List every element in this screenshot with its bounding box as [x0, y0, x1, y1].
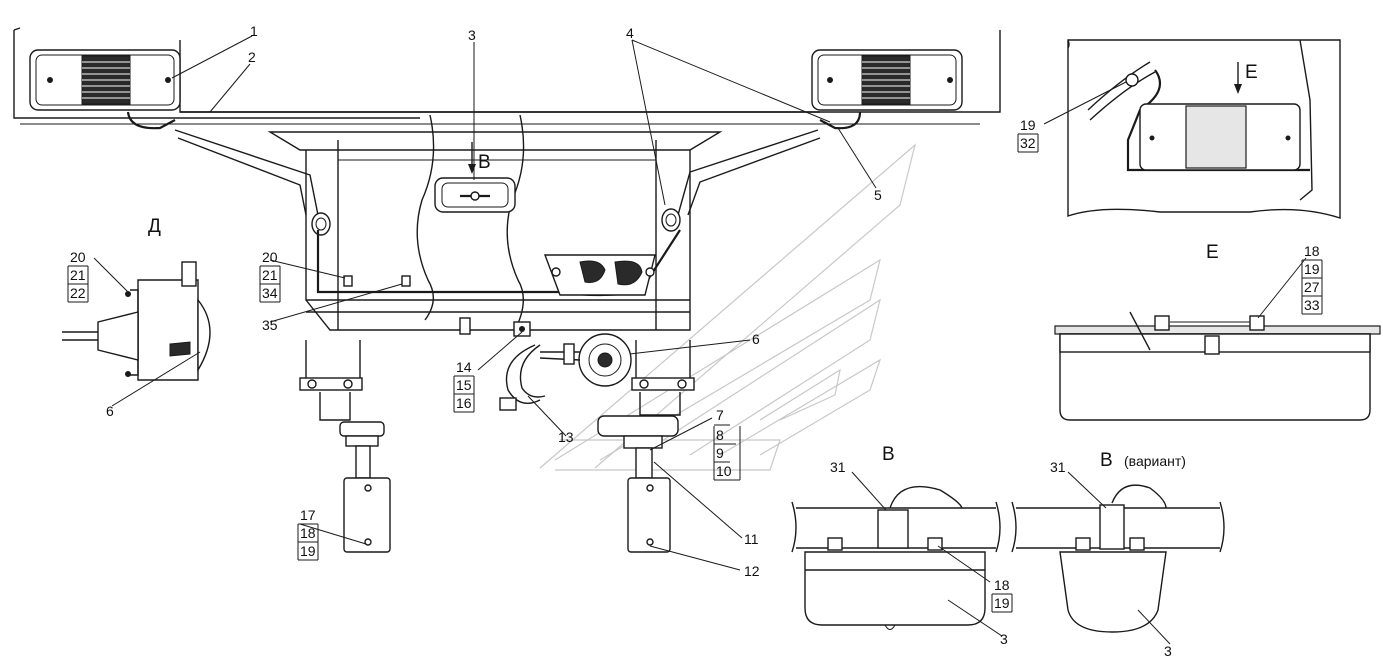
label-13: 13 — [558, 429, 574, 445]
label-19: 19 — [300, 543, 316, 559]
label-8: 8 — [716, 427, 724, 443]
label-12: 12 — [744, 563, 760, 579]
label-6-view-d: 6 — [106, 403, 114, 419]
label-35: 35 — [262, 317, 278, 333]
label-15: 15 — [456, 377, 472, 393]
section-b-variant: В (вариант) — [1011, 450, 1225, 633]
background-chevrons — [539, 143, 917, 471]
label-2: 2 — [248, 49, 256, 65]
label-31-variant: 31 — [1050, 459, 1066, 475]
label-5: 5 — [874, 187, 882, 203]
label-34: 34 — [262, 285, 278, 301]
section-e: Е — [1054, 242, 1381, 421]
label-18-section-b: 18 — [994, 577, 1010, 593]
label-18-section-e: 18 — [1304, 243, 1320, 259]
view-b-arrow: В — [468, 142, 491, 174]
label-27: 27 — [1304, 279, 1320, 295]
label-17: 17 — [300, 507, 316, 523]
view-e-arrow-label: Е — [1245, 62, 1258, 83]
label-19-section-b: 19 — [994, 595, 1010, 611]
label-1: 1 — [250, 23, 258, 39]
main-assembly — [13, 27, 1001, 553]
label-18: 18 — [300, 525, 316, 541]
view-b-arrow-label: В — [478, 152, 491, 173]
label-20-view-d: 20 — [70, 249, 86, 265]
view-d-title: Д — [148, 216, 161, 237]
label-3-section-b: 3 — [1000, 631, 1008, 647]
section-b-variant-title: В — [1100, 450, 1113, 471]
label-21-main: 21 — [262, 267, 278, 283]
part-labels: 1 2 3 4 5 6 6 7 8 9 10 11 12 13 14 15 16… — [67, 23, 1323, 659]
label-33: 33 — [1304, 297, 1320, 313]
label-16: 16 — [456, 395, 472, 411]
label-10: 10 — [716, 463, 732, 479]
label-22: 22 — [70, 285, 86, 301]
label-19-view-e: 19 — [1020, 117, 1036, 133]
label-14: 14 — [456, 359, 472, 375]
label-32: 32 — [1020, 135, 1036, 151]
label-3-variant: 3 — [1164, 643, 1172, 659]
label-3: 3 — [468, 27, 476, 43]
section-e-title: Е — [1206, 242, 1219, 263]
right-rear-lamp — [811, 49, 963, 111]
label-7: 7 — [716, 407, 724, 423]
label-19-section-e: 19 — [1304, 261, 1320, 277]
label-9: 9 — [716, 445, 724, 461]
label-31-section-b: 31 — [830, 459, 846, 475]
section-b: В — [791, 444, 1001, 630]
section-b-title: В — [882, 444, 895, 465]
leader-lines — [93, 35, 1307, 645]
view-d: Д — [62, 216, 211, 381]
section-b-variant-suffix: (вариант) — [1124, 453, 1186, 469]
label-21-view-d: 21 — [70, 267, 86, 283]
left-rear-lamp — [29, 49, 181, 111]
label-6-main: 6 — [752, 331, 760, 347]
label-4: 4 — [626, 25, 634, 41]
label-11: 11 — [744, 531, 759, 547]
label-20-main: 20 — [262, 249, 278, 265]
view-e-inset: Е — [1067, 39, 1341, 219]
